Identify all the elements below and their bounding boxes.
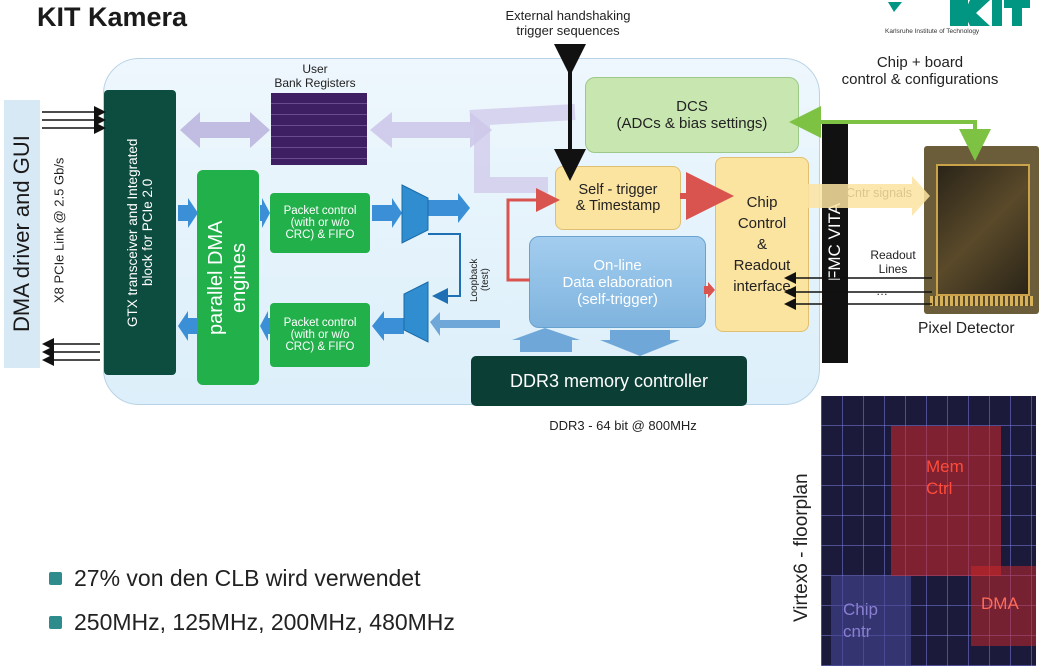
- user-bank-registers-block: [271, 93, 367, 165]
- kit-logo: Karlsruhe Institute of Technology: [880, 0, 1030, 40]
- gtx-transceiver-block: GTX transceiver and Integrated block for…: [104, 90, 176, 375]
- packet-control-tx-block: Packet control (with or w/o CRC) & FIFO: [270, 303, 370, 367]
- chip-control-block: Chip Control & Readout interface: [715, 157, 809, 332]
- chip-board-label: Chip + board control & configurations: [841, 54, 999, 88]
- bullet-marker: [49, 616, 62, 629]
- fmc-vita-connector: FMC VITA: [822, 120, 848, 363]
- detector-sensor-area: [936, 164, 1030, 296]
- kit-logo-mark: [888, 0, 1030, 26]
- external-handshaking-label: External handshaking trigger sequences: [505, 8, 631, 38]
- floorplan-chip-label: Chip cntr: [843, 600, 878, 641]
- virtex6-floorplan-image: Mem Ctrl DMA Chip cntr: [821, 396, 1036, 666]
- loopback-label: Loopback (test): [469, 258, 491, 302]
- pcie-arrows-out: [42, 338, 100, 366]
- bullet-clock-frequencies: 250MHz, 125MHz, 200MHz, 480MHz: [74, 609, 455, 635]
- pixel-detector-image: [924, 146, 1039, 314]
- floorplan-mem-region: [891, 426, 1001, 576]
- online-data-elaboration-block: On-line Data elaboration (self-trigger): [529, 236, 706, 328]
- floorplan-label: Virtex6 - floorplan: [791, 473, 812, 622]
- page-title: KIT Kamera: [37, 2, 188, 32]
- dma-driver-gui-label: DMA driver and GUI: [4, 100, 40, 368]
- bullet-clb-usage: 27% von den CLB wird verwendet: [74, 565, 421, 591]
- floorplan-mem-label: Mem Ctrl: [926, 457, 964, 498]
- cntr-signals-label: Cntr signals: [846, 186, 912, 200]
- readout-dots-label: …: [876, 284, 888, 298]
- detector-pad-row: [930, 296, 1033, 306]
- ddr3-spec-label: DDR3 - 64 bit @ 800MHz: [549, 418, 697, 433]
- floorplan-chip-region: [831, 576, 911, 666]
- readout-lines-label: Readout Lines: [870, 248, 916, 276]
- dcs-block: DCS (ADCs & bias settings): [585, 77, 799, 153]
- self-trigger-block: Self - trigger & Timestamp: [555, 166, 681, 230]
- pixel-detector-label: Pixel Detector: [918, 320, 1015, 337]
- packet-control-rx-block: Packet control (with or w/o CRC) & FIFO: [270, 193, 370, 253]
- logo-text: Karlsruhe Institute of Technology: [885, 28, 980, 35]
- floorplan-dma-label: DMA: [981, 594, 1019, 613]
- ddr3-memory-controller-block: DDR3 memory controller: [471, 356, 747, 406]
- bullet-marker: [49, 572, 62, 585]
- user-bank-registers-label: User Bank Registers: [274, 62, 356, 90]
- parallel-dma-engines-block: parallel DMA engines: [197, 170, 259, 385]
- floorplan-dma-region: [971, 566, 1036, 646]
- pcie-link-label: X8 PCIe Link @ 2.5 Gb/s: [51, 157, 67, 303]
